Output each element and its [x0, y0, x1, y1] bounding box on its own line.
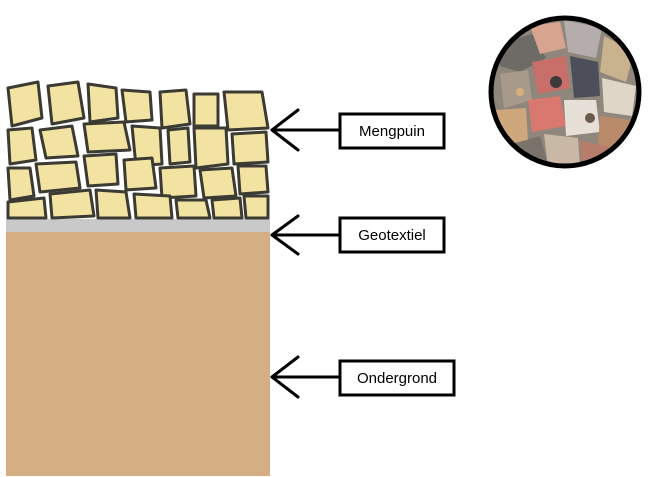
arrow-ondergrond — [272, 357, 338, 397]
label-geotextiel-text: Geotextiel — [358, 227, 426, 244]
geotextile-layer — [6, 219, 270, 232]
arrow-geotextiel — [272, 216, 338, 254]
label-ondergrond: Ondergrond — [340, 361, 454, 395]
label-geotextiel: Geotextiel — [340, 218, 444, 252]
arrow-mengpuin — [272, 110, 338, 150]
subsoil-layer — [6, 232, 270, 476]
label-ondergrond-text: Ondergrond — [357, 370, 437, 387]
label-mengpuin-text: Mengpuin — [359, 123, 425, 140]
label-mengpuin: Mengpuin — [340, 114, 444, 148]
rubble-layer — [8, 82, 268, 218]
rubble-photo — [490, 18, 640, 170]
